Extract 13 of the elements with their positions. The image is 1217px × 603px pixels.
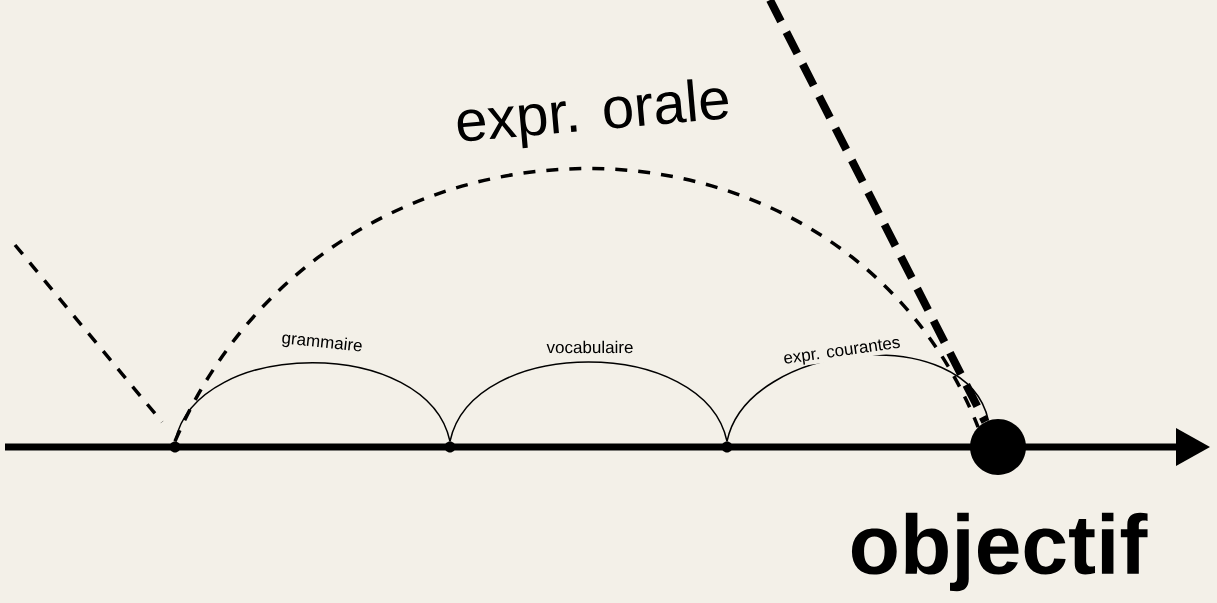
dashed-curve bbox=[766, 0, 989, 424]
axis-point bbox=[721, 441, 733, 453]
target-dot bbox=[970, 419, 1026, 475]
dashed-curve bbox=[13, 243, 164, 424]
axis-point bbox=[169, 441, 181, 453]
arc-line bbox=[174, 361, 451, 443]
arc-line bbox=[449, 361, 728, 443]
edge-label: expr. orale bbox=[452, 74, 734, 156]
axis-point bbox=[444, 441, 456, 453]
edge-label: grammaire bbox=[279, 329, 365, 357]
edge-label: expr. courantes bbox=[781, 335, 903, 369]
dashed-curve bbox=[173, 167, 980, 443]
target-label: objectif bbox=[851, 512, 1148, 592]
